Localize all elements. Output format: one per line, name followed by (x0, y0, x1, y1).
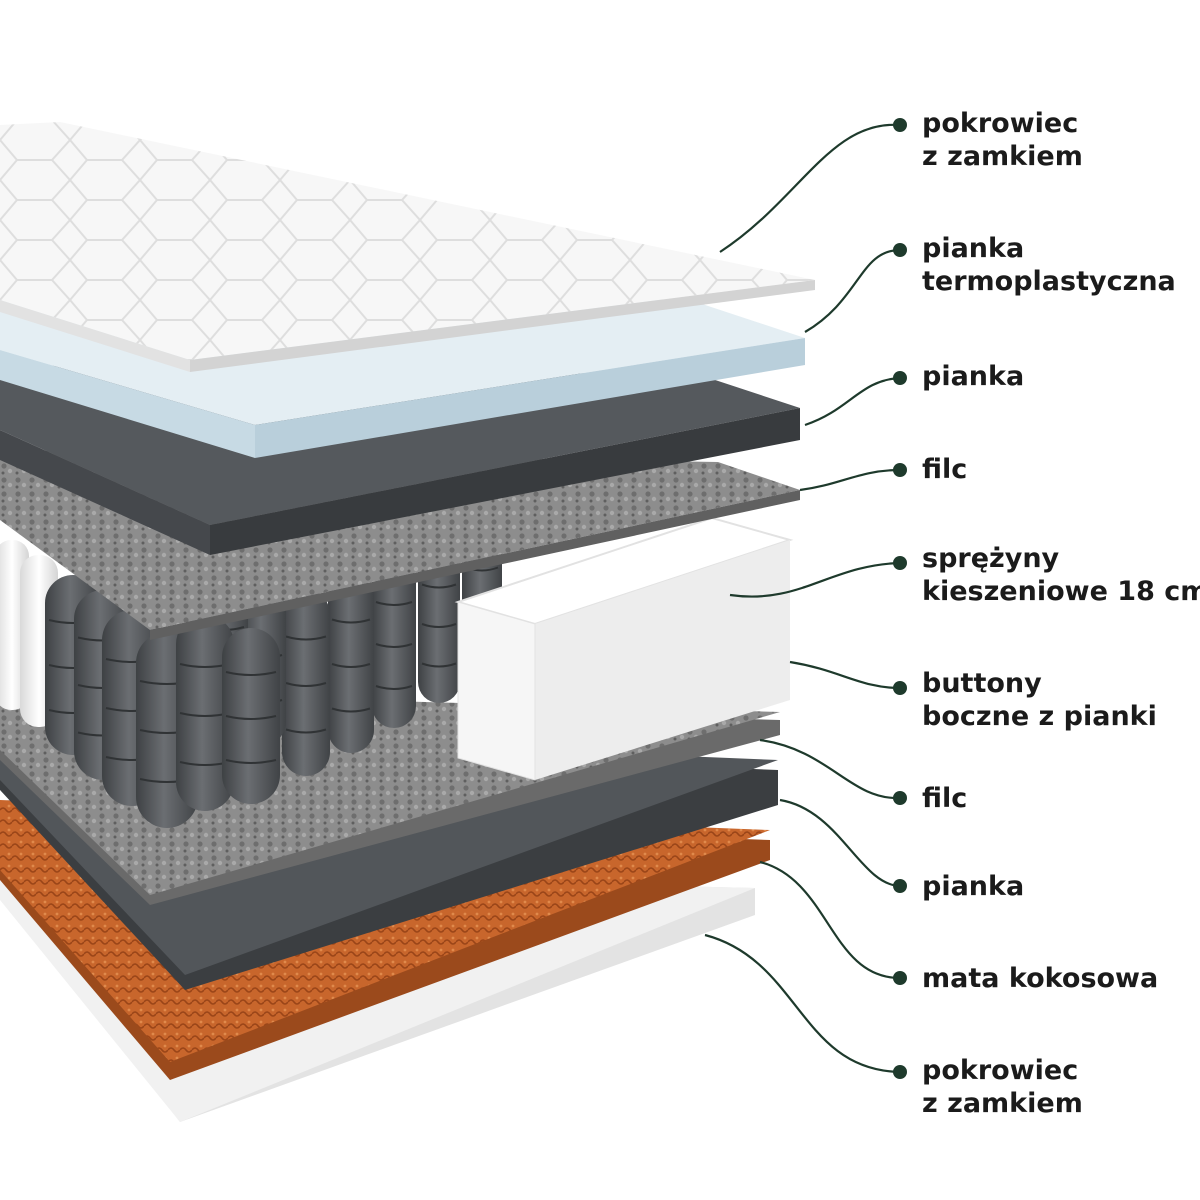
label-line: filc (922, 454, 968, 485)
label-line: filc (922, 783, 968, 814)
connector-line (729, 561, 901, 598)
connector-line (804, 248, 901, 333)
label-top-cover: pokrowiec z zamkiem (922, 107, 1083, 173)
label-line: z zamkiem (922, 1088, 1083, 1119)
connector-dot (893, 681, 907, 695)
label-felt-top: filc (922, 453, 967, 486)
pocket-spring (282, 590, 330, 776)
label-felt-bottom: filc (922, 782, 967, 815)
connector-line (719, 123, 901, 253)
connector-dot (893, 1065, 907, 1079)
label-buttons: buttony boczne z pianki (922, 667, 1157, 733)
label-line: pianka (922, 361, 1025, 392)
label-line: pokrowiec (922, 1055, 1079, 1086)
connector-dot (893, 371, 907, 385)
connector-line (799, 468, 901, 492)
label-coconut: mata kokosowa (922, 962, 1158, 995)
pocket-spring (328, 575, 374, 753)
label-line: kieszeniowe 18 cm (922, 576, 1200, 607)
connector-dot (893, 118, 907, 132)
label-line: z zamkiem (922, 141, 1083, 172)
label-line: mata kokosowa (922, 963, 1159, 994)
label-line: sprężyny (922, 543, 1060, 574)
label-line: pokrowiec (922, 108, 1079, 139)
label-line: boczne z pianki (922, 701, 1157, 732)
connector-dot (893, 791, 907, 805)
connector-dot (893, 971, 907, 985)
pocket-spring (222, 628, 280, 804)
label-springs: sprężyny kieszeniowe 18 cm (922, 542, 1200, 608)
connector-line (789, 660, 901, 690)
pocket-spring (418, 545, 460, 703)
label-thermo-foam: pianka termoplastyczna (922, 232, 1176, 298)
connector-dot (893, 463, 907, 477)
connector-lines (704, 118, 907, 1079)
connector-line (779, 798, 901, 888)
label-foam-top: pianka (922, 360, 1024, 393)
connector-dot (893, 243, 907, 257)
label-line: termoplastyczna (922, 266, 1176, 297)
label-line: pianka (922, 233, 1025, 264)
connector-line (759, 860, 901, 980)
label-line: pianka (922, 871, 1025, 902)
connector-line (704, 933, 901, 1074)
connector-line (759, 738, 901, 800)
side-foam-button (454, 516, 794, 781)
connector-dot (893, 556, 907, 570)
label-bottom-cover: pokrowiec z zamkiem (922, 1054, 1083, 1120)
label-foam-bottom: pianka (922, 870, 1024, 903)
connector-dot (893, 879, 907, 893)
connector-line (804, 376, 901, 427)
label-line: buttony (922, 668, 1042, 699)
top-cover-layer (0, 122, 815, 372)
pocket-spring (372, 560, 416, 728)
